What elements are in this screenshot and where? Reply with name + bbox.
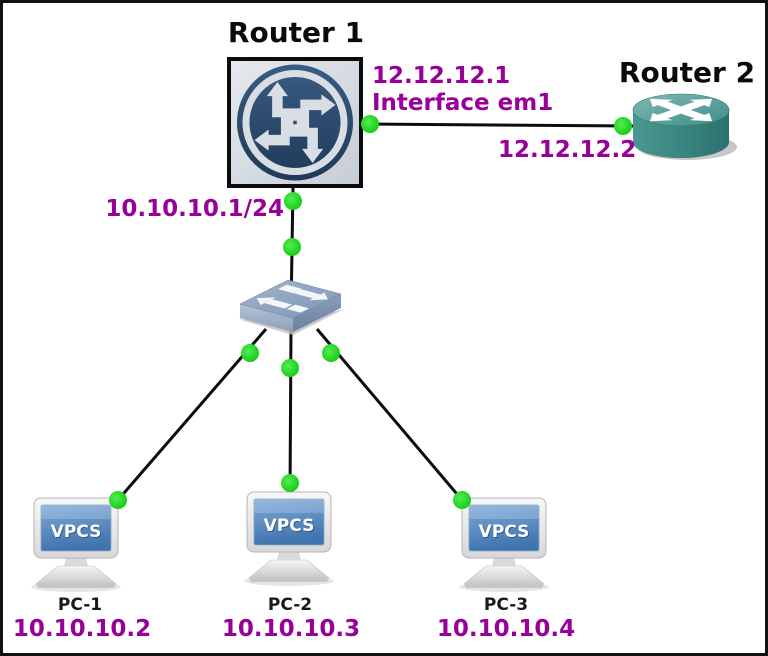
connection-dot [241, 344, 259, 362]
router2-icon [632, 93, 737, 160]
connection-dot [361, 115, 379, 133]
router1-icon [231, 61, 359, 184]
pc3-screen-label: VPCS [479, 522, 530, 542]
router1-device[interactable] [227, 57, 363, 188]
router1-wan-ip-label: 12.12.12.1 [372, 63, 511, 89]
switch-arrows [256, 284, 328, 313]
pc3-device[interactable]: VPCS [452, 494, 558, 594]
pc1-name-label: PC-1 [57, 595, 103, 615]
pc2-ip-label: 10.10.10.3 [221, 616, 361, 642]
pc2-icon: VPCS [244, 491, 334, 586]
link-router1-router2 [362, 122, 634, 128]
pc1-device[interactable]: VPCS [24, 494, 130, 594]
router2-arrows [649, 98, 713, 122]
link-switch-pc1 [116, 328, 268, 501]
connection-dot [322, 344, 340, 362]
link-switch-pc2 [288, 328, 293, 498]
connection-dot [283, 238, 301, 256]
router2-title: Router 2 [618, 56, 756, 89]
pc1-icon: VPCS [31, 497, 121, 592]
router1-title: Router 1 [227, 16, 365, 49]
pc1-screen-label: VPCS [51, 522, 102, 542]
router2-wan-ip-label: 12.12.12.2 [498, 137, 637, 163]
router2-device[interactable] [626, 84, 738, 172]
pc3-name-label: PC-3 [483, 595, 529, 615]
pc2-screen-label: VPCS [264, 516, 315, 536]
pc2-name-label: PC-2 [267, 595, 313, 615]
switch-icon [238, 279, 344, 335]
router1-lan-ip-label: 10.10.10.1/24 [105, 196, 284, 222]
router1-interface-label: Interface em1 [372, 90, 554, 116]
switch-device[interactable] [230, 274, 348, 340]
pc1-ip-label: 10.10.10.2 [12, 616, 152, 642]
pc3-icon: VPCS [459, 497, 549, 592]
connection-dot [284, 192, 302, 210]
connection-dot [281, 359, 299, 377]
pc2-device[interactable]: VPCS [237, 488, 343, 588]
link-switch-pc3 [315, 328, 464, 501]
pc3-ip-label: 10.10.10.4 [436, 616, 576, 642]
